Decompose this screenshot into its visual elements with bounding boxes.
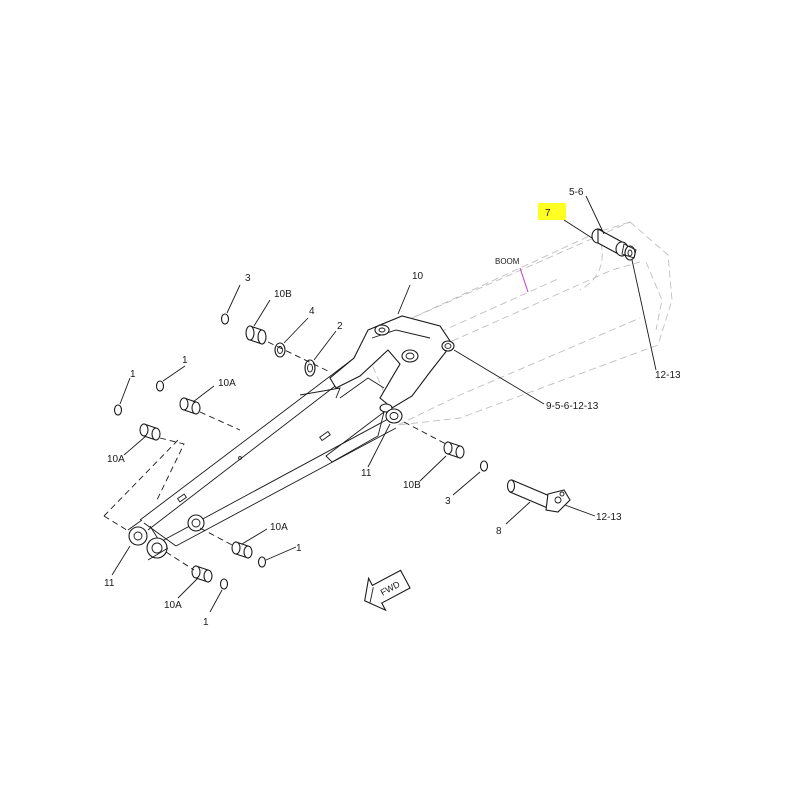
boom-leader (519, 267, 529, 293)
leader-lines (111, 195, 657, 613)
parts-lower (165, 527, 267, 590)
callout-11-right: 11 (361, 468, 372, 479)
callout-1-lower-left: 1 (203, 617, 209, 628)
callout-1-lower-right: 1 (296, 543, 302, 554)
bushing-10a-left-upper (179, 397, 189, 411)
callout-3-right: 3 (445, 496, 451, 507)
parts-upper-left (220, 313, 331, 377)
bushing-10b-right (443, 441, 453, 455)
fwd-arrow: FWD (364, 569, 411, 612)
bushing-10a-lower-right (231, 541, 241, 555)
shim-4 (274, 342, 286, 358)
callout-7-highlight (538, 203, 566, 220)
callout-10b-right: 10B (403, 480, 421, 491)
callout-labels: 3 10B 4 2 10 1 10A 1 10A 11 10A 1 10A 1 … (104, 187, 681, 628)
shim-2 (304, 359, 316, 377)
parts-left (103, 380, 241, 533)
callout-2: 2 (337, 321, 343, 332)
callout-10b-upper: 10B (274, 289, 292, 300)
callout-5-6: 5-6 (569, 187, 584, 198)
callout-10a-left-upper: 10A (218, 378, 236, 389)
callout-10: 10 (412, 271, 424, 282)
boom-label: BOOM (495, 257, 520, 266)
bushing-10b-upper (245, 325, 255, 341)
stick-arm (127, 315, 455, 561)
callout-10a-lower-left: 10A (164, 600, 182, 611)
bushing-10a-lower-left (191, 565, 201, 579)
callout-7: 7 (545, 208, 551, 219)
callout-9-5-6-12-13: 9-5-6-12-13 (546, 401, 599, 412)
callout-10a-lower-right: 10A (270, 522, 288, 533)
callout-3-upper: 3 (245, 273, 251, 284)
callout-1-left-lower: 1 (130, 369, 136, 380)
callout-12-13-lower: 12-13 (596, 512, 622, 523)
callout-11-left: 11 (104, 578, 115, 589)
callout-4: 4 (309, 306, 315, 317)
ring-3-upper (220, 313, 230, 325)
bushing-10a-left-lower (139, 423, 149, 437)
lock-plate-12-13 (545, 489, 571, 513)
parts-right (403, 421, 571, 513)
callout-8: 8 (496, 526, 502, 537)
ring-3-right (479, 460, 489, 472)
boom-foot-pin-group (591, 228, 637, 261)
callout-10a-left-lower: 10A (107, 454, 125, 465)
callout-1-left-upper: 1 (182, 355, 188, 366)
pin-8 (509, 479, 553, 510)
callout-12-13-upper: 12-13 (655, 370, 681, 381)
